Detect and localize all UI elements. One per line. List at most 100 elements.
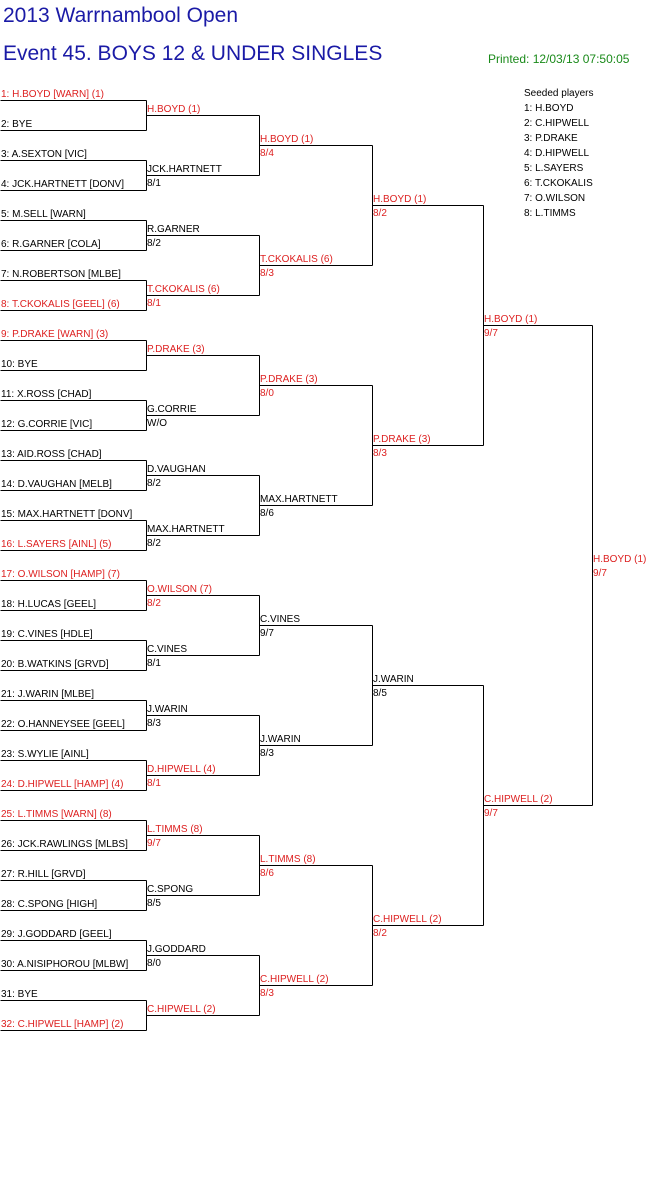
winner-name: O.WILSON (7) [147,584,212,595]
player-entry: 10: BYE [1,359,38,370]
winner-name: D.VAUGHAN [147,464,206,475]
winner-name: C.HIPWELL (2) [260,974,329,985]
player-entry: 29: J.GODDARD [GEEL] [1,929,112,940]
player-entry: 24: D.HIPWELL [HAMP] (4) [1,779,123,790]
seed-entry: 5: L.SAYERS [524,163,584,174]
player-entry: 4: JCK.HARTNETT [DONV] [1,179,124,190]
match-score: 8/3 [260,988,274,999]
player-entry: 12: G.CORRIE [VIC] [1,419,92,430]
match-score: 8/2 [147,238,161,249]
winner-name: H.BOYD (1) [147,104,200,115]
winner-name: P.DRAKE (3) [373,434,431,445]
match-score: 9/7 [260,628,274,639]
player-entry: 23: S.WYLIE [AINL] [1,749,89,760]
player-entry: 6: R.GARNER [COLA] [1,239,101,250]
match-score: 8/0 [260,388,274,399]
player-entry: 8: T.CKOKALIS [GEEL] (6) [1,299,120,310]
match-score: 8/3 [260,268,274,279]
match-score: 8/2 [373,928,387,939]
winner-name: J.WARIN [260,734,301,745]
player-entry: 32: C.HIPWELL [HAMP] (2) [1,1019,123,1030]
player-entry: 3: A.SEXTON [VIC] [1,149,87,160]
winner-name: H.BOYD (1) [593,554,646,565]
match-score: W/O [147,418,167,429]
player-entry: 27: R.HILL [GRVD] [1,869,86,880]
match-score: 9/7 [593,568,607,579]
seed-entry: 3: P.DRAKE [524,133,578,144]
winner-name: D.HIPWELL (4) [147,764,216,775]
player-entry: 16: L.SAYERS [AINL] (5) [1,539,111,550]
winner-name: J.WARIN [373,674,414,685]
event-title: Event 45. BOYS 12 & UNDER SINGLES [3,42,383,65]
player-entry: 11: X.ROSS [CHAD] [1,389,92,400]
winner-name: G.CORRIE [147,404,197,415]
seed-entry: 6: T.CKOKALIS [524,178,593,189]
match-score: 8/3 [260,748,274,759]
player-entry: 1: H.BOYD [WARN] (1) [1,89,104,100]
winner-name: L.TIMMS (8) [260,854,316,865]
match-score: 8/1 [147,298,161,309]
player-entry: 5: M.SELL [WARN] [1,209,86,220]
player-entry: 28: C.SPONG [HIGH] [1,899,97,910]
match-score: 8/6 [260,868,274,879]
seed-entry: 1: H.BOYD [524,103,574,114]
player-entry: 17: O.WILSON [HAMP] (7) [1,569,120,580]
winner-name: H.BOYD (1) [260,134,313,145]
player-entry: 21: J.WARIN [MLBE] [1,689,94,700]
match-score: 8/5 [147,898,161,909]
winner-name: C.HIPWELL (2) [147,1004,216,1015]
player-entry: 13: AID.ROSS [CHAD] [1,449,102,460]
player-entry: 9: P.DRAKE [WARN] (3) [1,329,108,340]
match-score: 8/2 [373,208,387,219]
winner-name: JCK.HARTNETT [147,164,222,175]
match-score: 8/5 [373,688,387,699]
player-entry: 14: D.VAUGHAN [MELB] [1,479,112,490]
winner-name: C.VINES [260,614,300,625]
winner-name: C.HIPWELL (2) [373,914,442,925]
winner-name: MAX.HARTNETT [147,524,225,535]
winner-name: L.TIMMS (8) [147,824,203,835]
winner-name: P.DRAKE (3) [147,344,205,355]
tournament-title: 2013 Warrnambool Open [3,4,239,27]
winner-name: C.SPONG [147,884,193,895]
player-entry: 26: JCK.RAWLINGS [MLBS] [1,839,128,850]
match-score: 8/1 [147,778,161,789]
player-entry: 2: BYE [1,119,32,130]
winner-name: MAX.HARTNETT [260,494,338,505]
winner-name: J.GODDARD [147,944,206,955]
match-score: 8/2 [147,478,161,489]
player-entry: 20: B.WATKINS [GRVD] [1,659,109,670]
winner-name: H.BOYD (1) [484,314,537,325]
seed-entry: 4: D.HIPWELL [524,148,590,159]
match-score: 8/1 [147,658,161,669]
player-entry: 25: L.TIMMS [WARN] (8) [1,809,112,820]
player-entry: 15: MAX.HARTNETT [DONV] [1,509,133,520]
printed-timestamp: Printed: 12/03/13 07:50:05 [488,52,630,66]
match-score: 8/2 [147,538,161,549]
winner-name: T.CKOKALIS (6) [260,254,333,265]
winner-name: C.HIPWELL (2) [484,794,553,805]
match-score: 8/3 [147,718,161,729]
player-entry: 7: N.ROBERTSON [MLBE] [1,269,121,280]
player-entry: 18: H.LUCAS [GEEL] [1,599,96,610]
player-entry: 22: O.HANNEYSEE [GEEL] [1,719,125,730]
match-score: 8/3 [373,448,387,459]
match-score: 8/1 [147,178,161,189]
winner-name: P.DRAKE (3) [260,374,318,385]
seeded-players-list: Seeded players 1: H.BOYD 2: C.HIPWELL 3:… [524,86,594,221]
winner-name: R.GARNER [147,224,200,235]
match-score: 8/6 [260,508,274,519]
player-entry: 30: A.NISIPHOROU [MLBW] [1,959,128,970]
player-entry: 31: BYE [1,989,38,1000]
seed-entry: 8: L.TIMMS [524,208,576,219]
match-score: 8/2 [147,598,161,609]
winner-name: C.VINES [147,644,187,655]
match-score: 9/7 [147,838,161,849]
winner-name: T.CKOKALIS (6) [147,284,220,295]
match-score: 9/7 [484,808,498,819]
seeded-players-heading: Seeded players [524,88,594,99]
seed-entry: 7: O.WILSON [524,193,586,204]
winner-name: H.BOYD (1) [373,194,426,205]
match-score: 8/4 [260,148,274,159]
